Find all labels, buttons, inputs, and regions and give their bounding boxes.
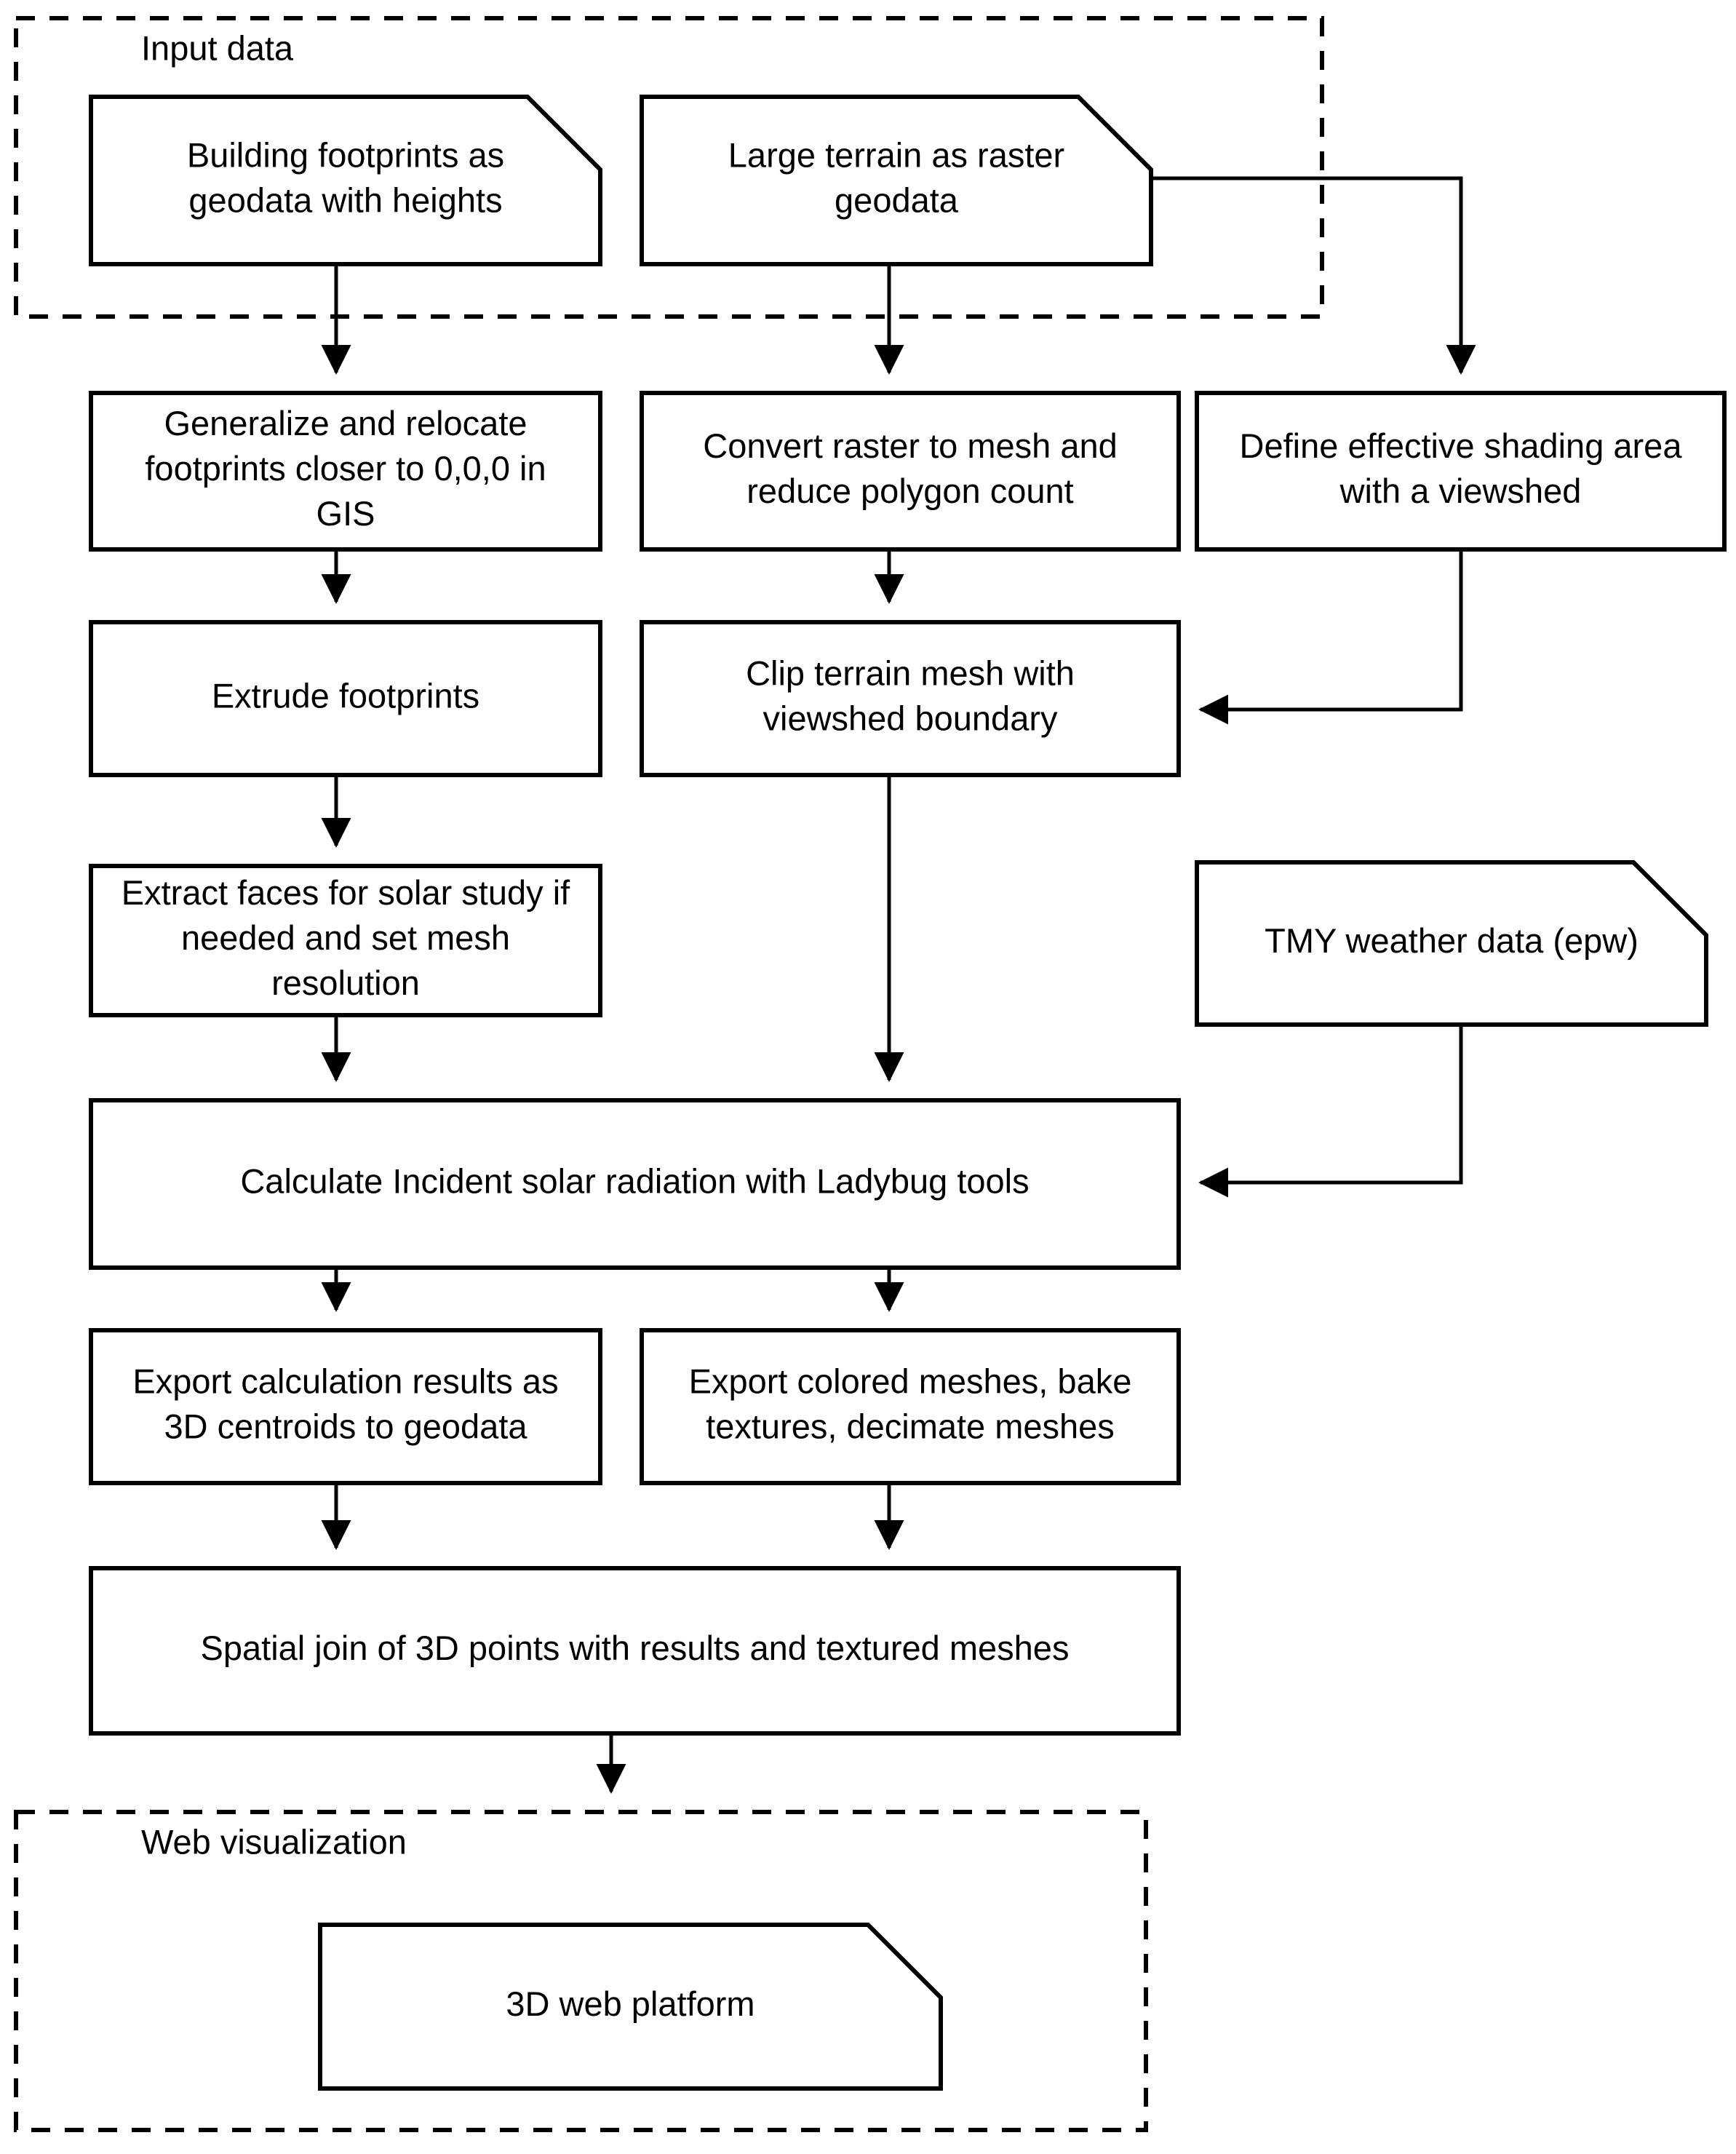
node-label-clip-terrain: viewshed boundary [763,699,1058,737]
group-web-visualization: Web visualization [14,1810,1148,2132]
node-large-terrain[interactable]: Large terrain as raster geodata [640,95,1153,266]
node-shape-calculate-solar-radiation [89,1098,1181,1270]
edge-e-tmy-to-calculate [1198,1025,1463,1198]
node-clip-terrain[interactable]: Clip terrain mesh with viewshed boundary [640,620,1181,777]
node-label-generalize-relocate: Generalize and relocate [164,404,527,442]
node-shape-extrude-footprints [89,620,602,777]
node-label-extrude-footprints: Extrude footprints [212,676,479,715]
node-label-export-meshes: Export colored meshes, bake [689,1362,1132,1400]
group-border-web-visualization [14,1810,1148,2132]
node-label-convert-raster: reduce polygon count [746,472,1073,510]
edges-layer [321,176,1476,1795]
node-label-define-shading-area: Define effective shading area [1240,426,1683,465]
node-label-generalize-relocate: footprints closer to 0,0,0 in [145,449,546,488]
node-shape-generalize-relocate [89,391,602,552]
node-shape-define-shading-area [1195,391,1727,552]
node-shape-convert-raster [640,391,1181,552]
node-spatial-join[interactable]: Spatial join of 3D points with results a… [89,1566,1181,1736]
node-label-building-footprints: geodata with heights [188,180,502,219]
node-label-building-footprints: Building footprints as [187,135,504,174]
node-export-centroids[interactable]: Export calculation results as 3D centroid… [89,1328,602,1485]
nodes-layer: Building footprints as geodata with heigh… [89,95,1727,2091]
node-label-convert-raster: Convert raster to mesh and [703,426,1118,465]
node-label-large-terrain: Large terrain as raster [728,135,1064,174]
node-label-tmy-weather-data: TMY weather data (epw) [1265,921,1639,960]
node-export-meshes[interactable]: Export colored meshes, bake textures, dec… [640,1328,1181,1485]
node-extract-faces[interactable]: Extract faces for solar study if needed a… [89,864,602,1017]
node-label-export-centroids: 3D centroids to geodata [164,1407,527,1445]
node-convert-raster[interactable]: Convert raster to mesh and reduce polygon… [640,391,1181,552]
node-label-extract-faces: Extract faces for solar study if [122,873,570,912]
node-shape-clip-terrain [640,620,1181,777]
node-shape-export-meshes [640,1328,1181,1485]
node-label-define-shading-area: with a viewshed [1339,472,1582,510]
node-label-calculate-solar-radiation: Calculate Incident solar radiation with … [240,1161,1029,1200]
node-3d-web-platform[interactable]: 3D web platform [318,1923,943,2091]
node-shape-spatial-join [89,1566,1181,1736]
node-calculate-solar-radiation[interactable]: Calculate Incident solar radiation with … [89,1098,1181,1270]
group-label-web-visualization: Web visualization [141,1822,407,1861]
node-label-clip-terrain: Clip terrain mesh with [746,653,1075,692]
node-define-shading-area[interactable]: Define effective shading area with a view… [1195,391,1727,552]
node-tmy-weather-data[interactable]: TMY weather data (epw) [1195,860,1708,1027]
node-label-spatial-join: Spatial join of 3D points with results a… [201,1629,1070,1667]
node-extrude-footprints[interactable]: Extrude footprints [89,620,602,777]
node-label-large-terrain: geodata [835,180,959,219]
node-building-footprints[interactable]: Building footprints as geodata with heigh… [89,95,602,266]
node-label-extract-faces: resolution [271,963,420,1002]
edge-e-shading-to-clip [1198,549,1463,725]
node-shape-building-footprints [89,95,602,266]
node-label-export-meshes: textures, decimate meshes [706,1407,1115,1445]
node-label-3d-web-platform: 3D web platform [506,1984,754,2023]
node-label-generalize-relocate: GIS [316,494,375,533]
node-shape-3d-web-platform [318,1923,943,2091]
edge-e-terrain-to-shading [1151,176,1476,375]
node-shape-tmy-weather-data [1195,860,1708,1027]
group-border-input-data [14,16,1324,319]
node-label-extract-faces: needed and set mesh [181,918,510,957]
node-shape-export-centroids [89,1328,602,1485]
group-label-input-data: Input data [141,28,294,67]
node-shape-large-terrain [640,95,1153,266]
group-input-data: Input data [14,16,1324,319]
node-generalize-relocate[interactable]: Generalize and relocate footprints closer… [89,391,602,552]
node-label-export-centroids: Export calculation results as [132,1362,558,1400]
node-shape-extract-faces [89,864,602,1017]
